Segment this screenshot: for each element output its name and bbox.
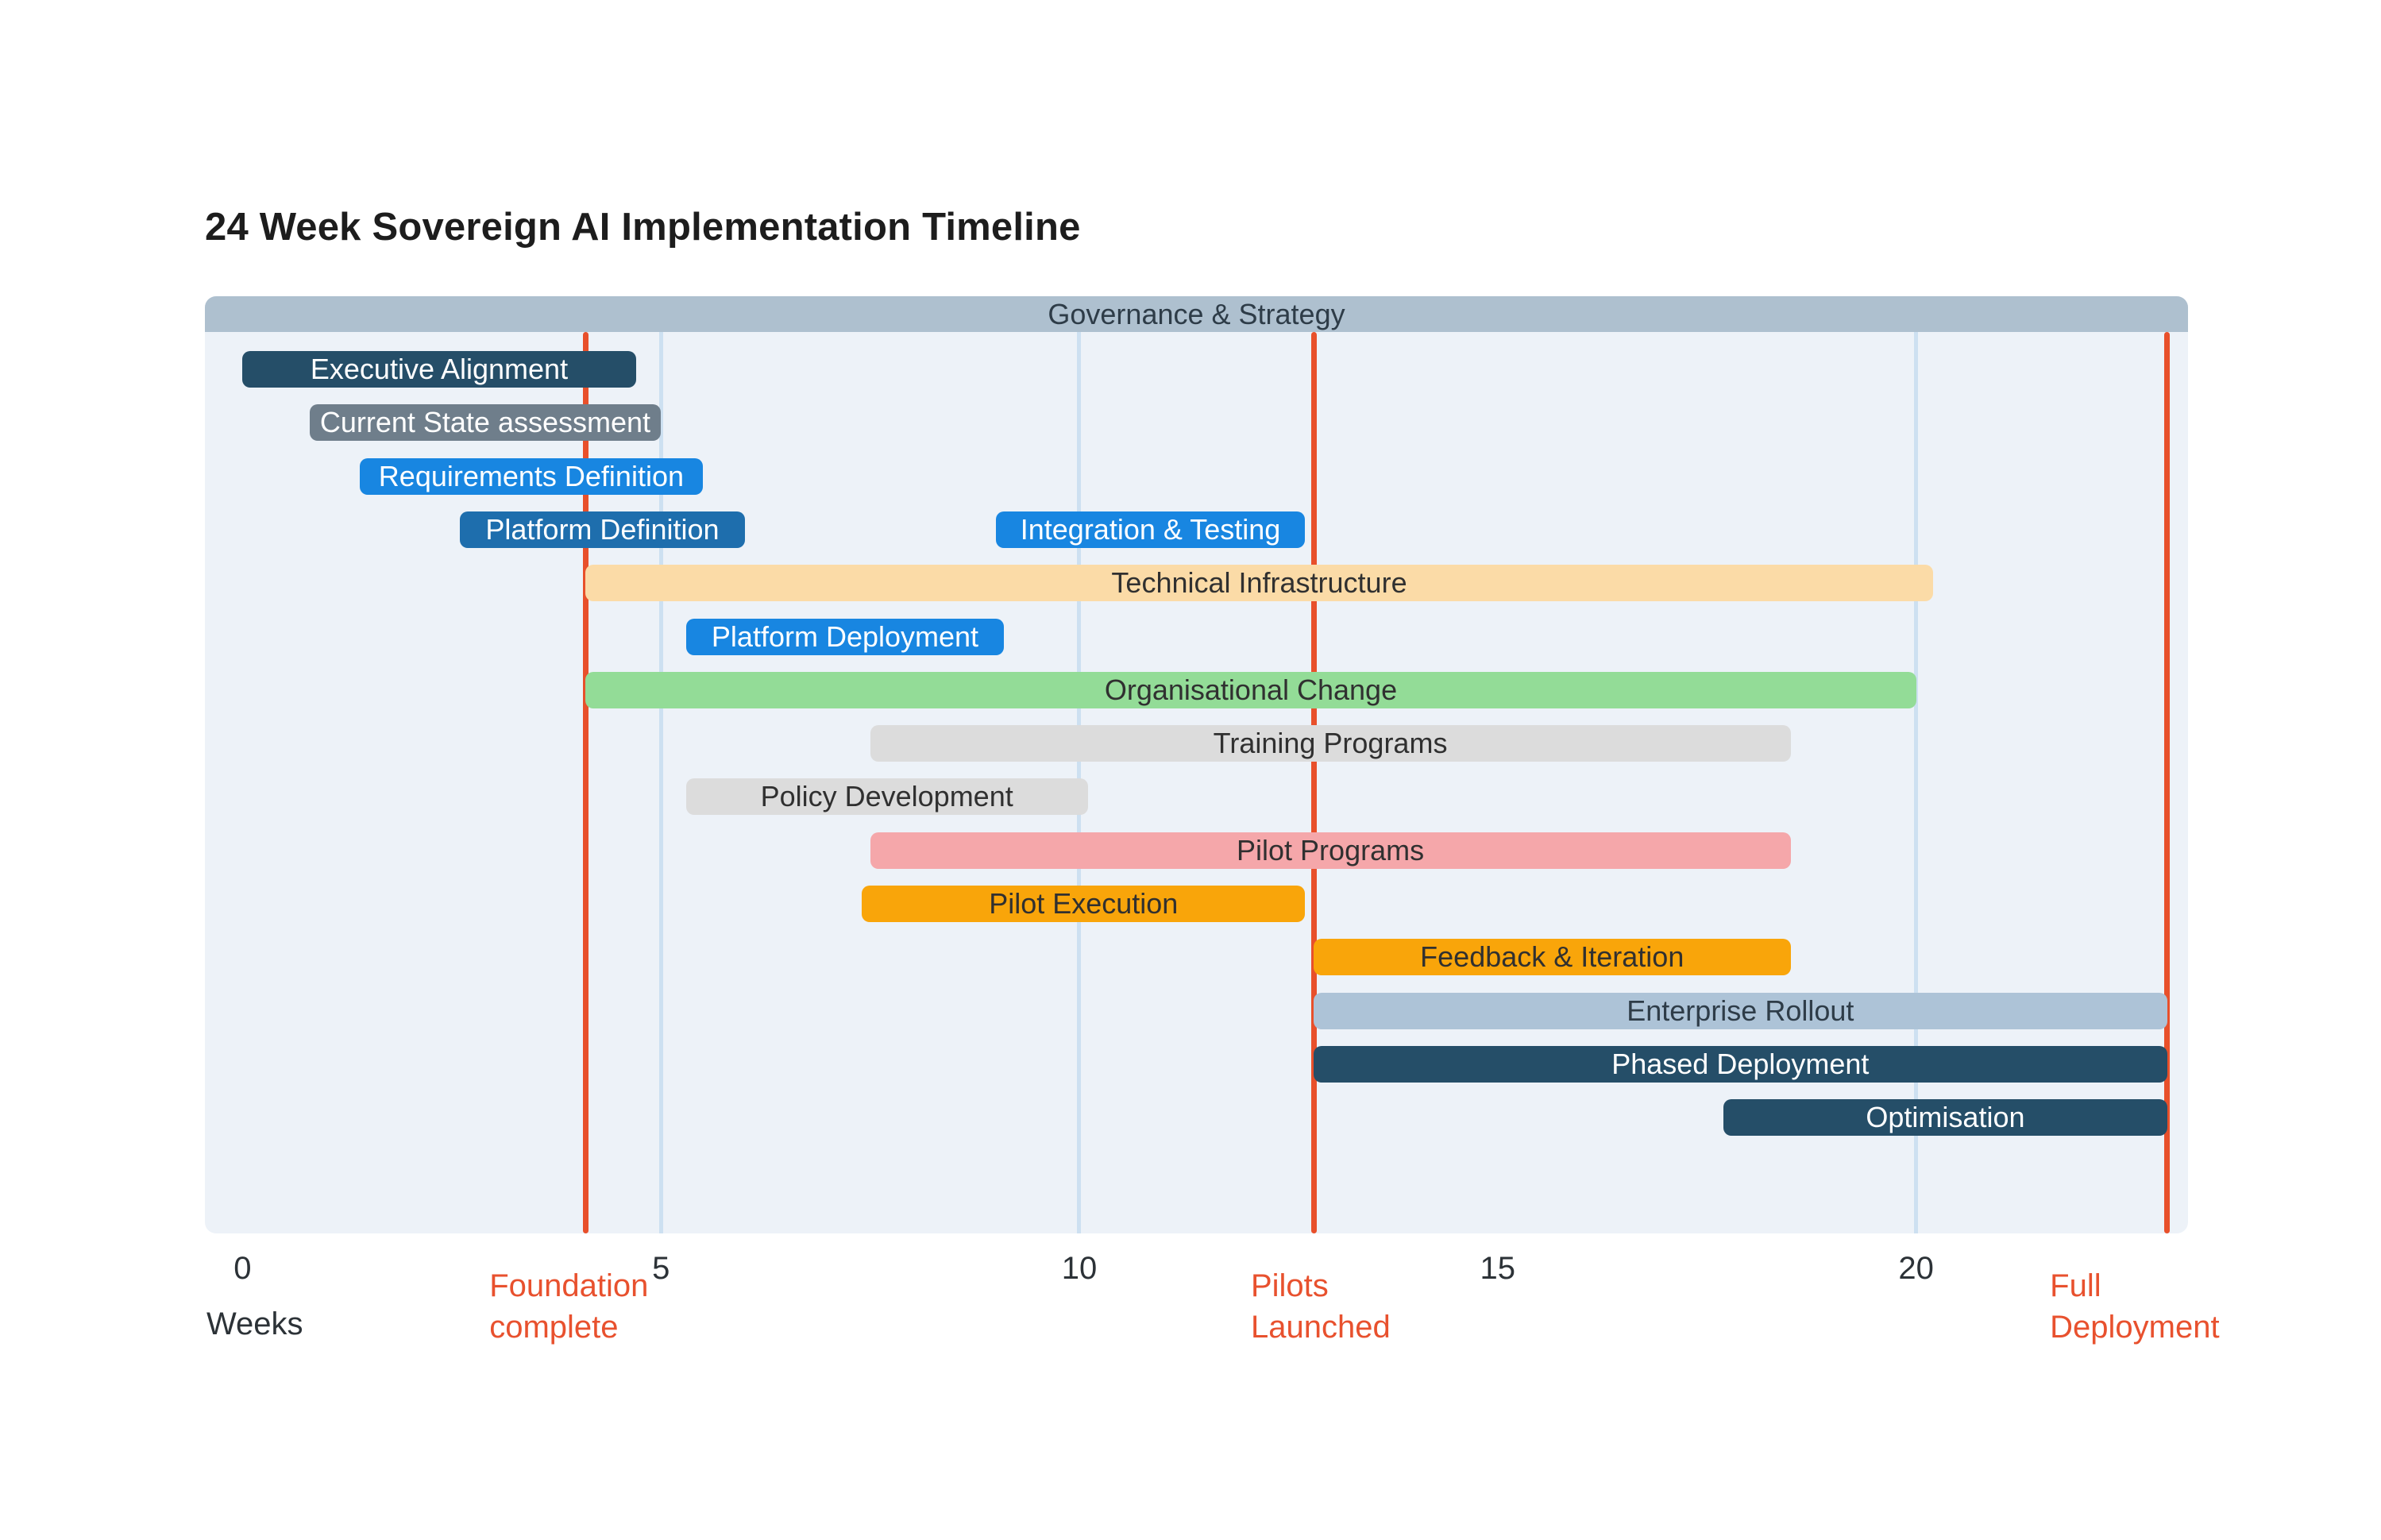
gantt-bar-current-state-assessment: Current State assessment [309, 404, 662, 442]
milestone-caption-line: complete [489, 1310, 619, 1345]
gantt-bar-enterprise-rollout: Enterprise Rollout [1314, 992, 2167, 1029]
milestone-caption-foundation: Foundation complete [489, 1265, 648, 1348]
x-tick-label-0: 0 [233, 1251, 252, 1286]
x-tick-label-5: 5 [652, 1251, 670, 1286]
gantt-bar-optimisation: Optimisation [1723, 1099, 2167, 1137]
gantt-bar-requirements-definition: Requirements Definition [359, 457, 703, 495]
page-title: 24 Week Sovereign AI Implementation Time… [205, 206, 1081, 249]
x-tick-label-10: 10 [1061, 1251, 1098, 1286]
milestone-caption-line: Pilots [1250, 1268, 1329, 1303]
x-tick-label-20: 20 [1898, 1251, 1934, 1286]
milestone-caption-line: Deployment [2050, 1310, 2220, 1345]
milestone-line-full [2164, 332, 2171, 1233]
gantt-chart: Governance & Strategy Executive Alignmen… [205, 296, 2188, 1233]
milestone-caption-line: Foundation [489, 1268, 649, 1303]
gantt-bar-organisational-change: Organisational Change [585, 671, 1916, 708]
gridline-week-5 [658, 332, 663, 1233]
gantt-bar-phased-deployment: Phased Deployment [1314, 1045, 2167, 1083]
gantt-bar-label: Governance & Strategy [1048, 297, 1345, 330]
gantt-bar-training-programs: Training Programs [870, 725, 1791, 762]
gantt-bar-platform-deployment: Platform Deployment [685, 618, 1005, 655]
gantt-bar-pilot-programs: Pilot Programs [870, 832, 1791, 869]
gantt-bar-pilot-execution: Pilot Execution [862, 886, 1306, 922]
gantt-bar-governance-strategy: Governance & Strategy [205, 296, 2188, 332]
gantt-bar-integration-testing: Integration & Testing [995, 511, 1306, 548]
milestone-line-pilots [1310, 332, 1317, 1233]
gantt-bar-policy-development: Policy Development [685, 778, 1088, 816]
gridline-week-20 [1914, 332, 1919, 1233]
milestone-caption-line: Launched [1250, 1310, 1391, 1345]
gantt-bar-feedback-iteration: Feedback & Iteration [1314, 939, 1791, 976]
gantt-bar-platform-definition: Platform Definition [460, 511, 745, 548]
x-tick-label-15: 15 [1480, 1251, 1516, 1286]
milestone-caption-line: Full [2050, 1268, 2101, 1303]
milestone-line-foundation [582, 332, 588, 1233]
gantt-bar-executive-alignment: Executive Alignment [242, 351, 636, 388]
x-axis-unit-label: Weeks [206, 1306, 303, 1341]
gantt-bar-technical-infrastructure: Technical Infrastructure [585, 565, 1933, 602]
